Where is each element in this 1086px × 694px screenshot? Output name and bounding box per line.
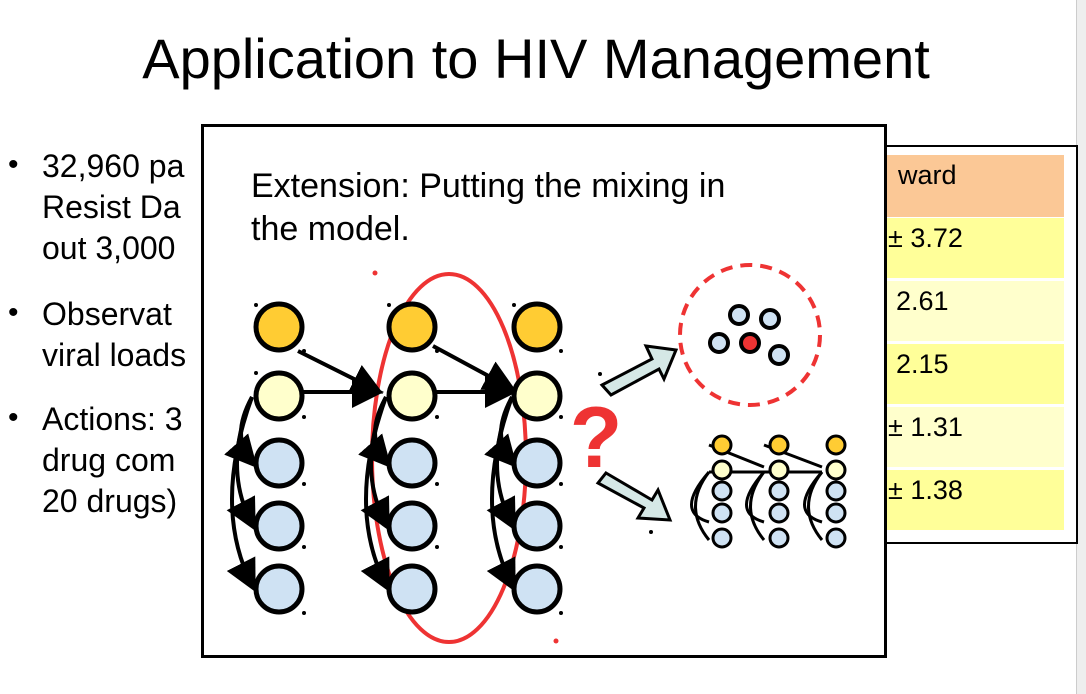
bullet-1-line-1: 32,960 pa <box>42 148 185 184</box>
arrow-to-mixture <box>599 344 679 397</box>
observation-node <box>511 500 563 552</box>
observation-node <box>386 500 438 552</box>
bullet-2-line-2: viral loads <box>42 337 187 373</box>
bullet-1-line-2: Resist Da <box>42 189 181 225</box>
observation-node <box>253 500 305 552</box>
emission-arrows <box>224 396 518 593</box>
results-table: ward ± 3.72 2.61 2.15 ± 1.31 ± 1.38 <box>870 145 1078 544</box>
observation-node <box>253 563 305 615</box>
popup-title-line-1: Extension: Putting the mixing in <box>251 167 726 205</box>
bullet-marker: • <box>8 148 19 181</box>
bullet-3-line-1: Actions: 3 <box>42 401 183 437</box>
slide-title: Application to HIV Management <box>142 27 930 90</box>
bullet-marker: • <box>8 401 19 434</box>
bullet-2-line-1: Observat <box>42 296 172 332</box>
table-cell-value: 2.61 <box>896 286 949 316</box>
extension-popup: Extension: Putting the mixing in the mod… <box>201 124 887 658</box>
mini-dbn-slice-2 <box>768 434 790 549</box>
observation-node <box>511 563 563 615</box>
popup-title: Extension: Putting the mixing in the mod… <box>251 165 725 251</box>
table-row: ± 1.38 <box>886 470 1064 530</box>
table-row: ± 3.72 <box>886 218 1064 278</box>
table-cell-value: ± 1.31 <box>888 412 963 442</box>
node-dots <box>254 303 653 615</box>
table-header-cell: ward <box>886 155 1064 217</box>
bullet-marker: • <box>8 296 19 329</box>
mini-dbn-slice-3 <box>825 434 847 549</box>
question-mark: ? <box>570 390 623 486</box>
table-cell-value: ± 3.72 <box>888 223 963 253</box>
table-cell-value: 2.15 <box>896 349 949 379</box>
hidden-state-node <box>386 301 438 353</box>
latent-node <box>253 370 305 422</box>
table-row: 2.15 <box>886 344 1064 404</box>
mixture-components <box>708 304 790 366</box>
table-cell-value: ± 1.38 <box>888 475 963 505</box>
bullet-1-line-3: out 3,000 <box>42 230 176 266</box>
hidden-state-node <box>253 301 305 353</box>
table-row: 2.61 <box>886 281 1064 341</box>
latent-node <box>511 370 563 422</box>
mini-dbn-slice-1 <box>711 434 733 549</box>
red-dots <box>372 270 559 644</box>
time-slice-2 <box>386 301 438 615</box>
bullet-3-line-3: 20 drugs) <box>42 483 178 519</box>
mini-dbn-arrows <box>690 443 824 541</box>
table-header-text: ward <box>898 160 957 190</box>
transition-arrows <box>297 344 517 408</box>
observation-node <box>253 437 305 489</box>
latent-node <box>386 370 438 422</box>
time-slice-3 <box>511 301 563 615</box>
arrow-to-model <box>595 471 673 522</box>
mixture-circle <box>678 263 822 407</box>
time-slice-1 <box>253 301 305 615</box>
hidden-state-node <box>511 301 563 353</box>
observation-node <box>386 437 438 489</box>
observation-node <box>511 437 563 489</box>
table-row: ± 1.31 <box>886 407 1064 467</box>
bullet-3-line-2: drug com <box>42 442 176 478</box>
observation-node <box>386 563 438 615</box>
dbn-mixing-diagram: ? <box>224 263 847 644</box>
popup-title-line-2: the model. <box>251 210 410 248</box>
